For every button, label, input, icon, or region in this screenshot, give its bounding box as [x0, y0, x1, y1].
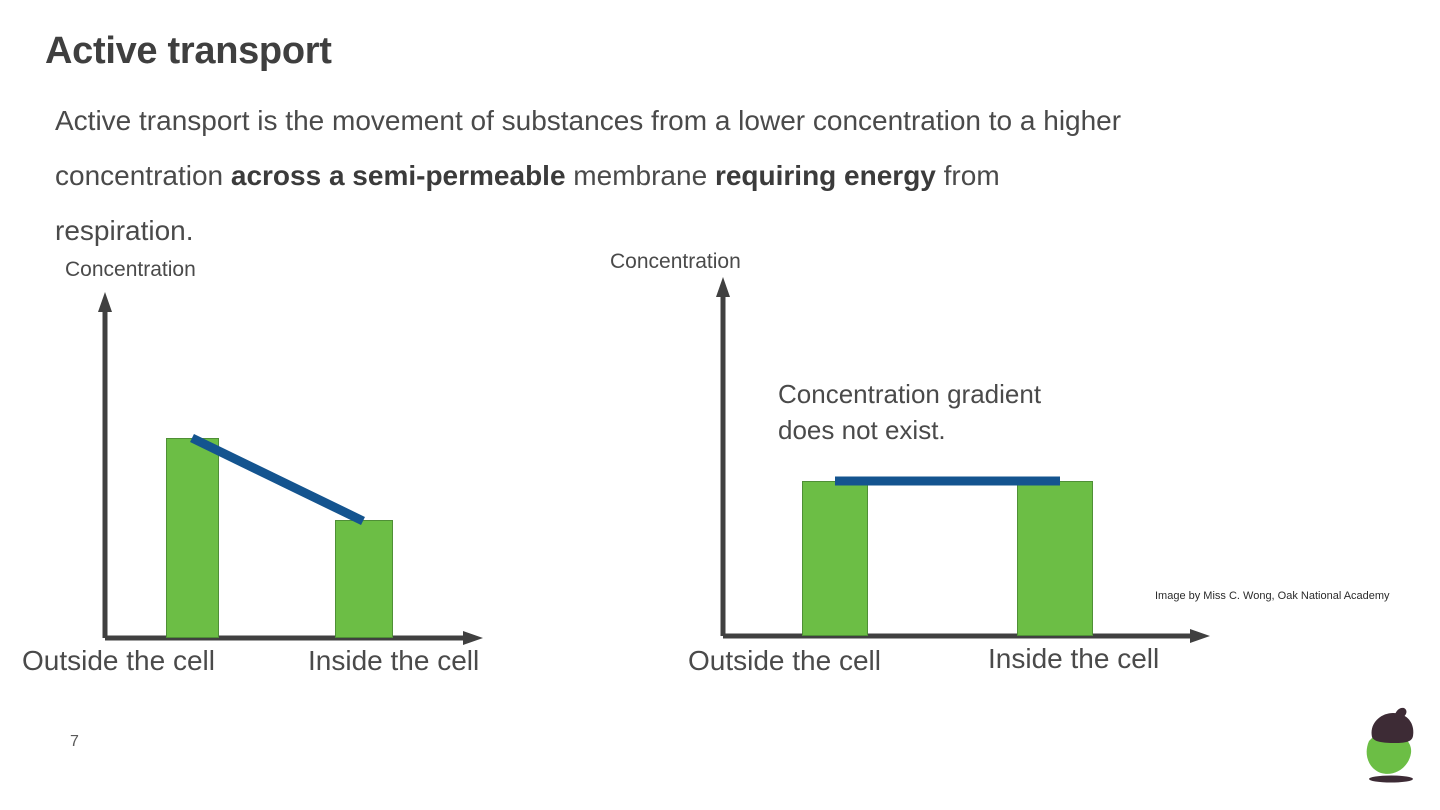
acorn-logo-icon [1355, 705, 1425, 785]
right-chart-equal-concentration-line [835, 476, 1060, 486]
right-chart-category-label-outside: Outside the cell [688, 645, 881, 676]
body-segment-3: requiring energy [714, 160, 936, 191]
image-credit: Image by Miss C. Wong, Oak National Acad… [1155, 590, 1390, 602]
page-number: 7 [70, 733, 79, 750]
body-segment-2: membrane [565, 160, 715, 191]
page-title: Active transport [45, 30, 332, 72]
right-chart-axes [716, 277, 1210, 643]
body-segment-1: across a semi-permeable [230, 160, 566, 191]
left-chart-axes [98, 292, 483, 645]
body-paragraph: Active transport is the movement of subs… [55, 93, 1145, 258]
left-chart-category-label-inside: Inside the cell [308, 645, 480, 676]
left-chart: Concentration Outside the cell Inside th… [0, 0, 520, 700]
left-chart-y-axis-label: Concentration [65, 258, 196, 281]
right-chart-annotation: Concentration gradient does not exist. [778, 379, 1042, 445]
body-segment-4: from respiration. [55, 160, 1000, 246]
left-chart-concentration-gradient-line [190, 433, 365, 526]
left-chart-bar-inside [335, 520, 393, 638]
right-chart-category-label-inside: Inside the cell [988, 643, 1160, 674]
left-chart-category-label-outside: Outside the cell [22, 645, 215, 676]
right-chart-y-axis-label: Concentration [610, 250, 741, 273]
right-chart-bar-outside [802, 481, 868, 636]
body-segment-0: Active transport is the movement of subs… [55, 105, 1122, 191]
right-chart-bar-inside [1017, 481, 1093, 636]
left-chart-bar-outside [166, 438, 219, 638]
right-chart: Concentration Concentration gradient doe… [600, 0, 1240, 700]
